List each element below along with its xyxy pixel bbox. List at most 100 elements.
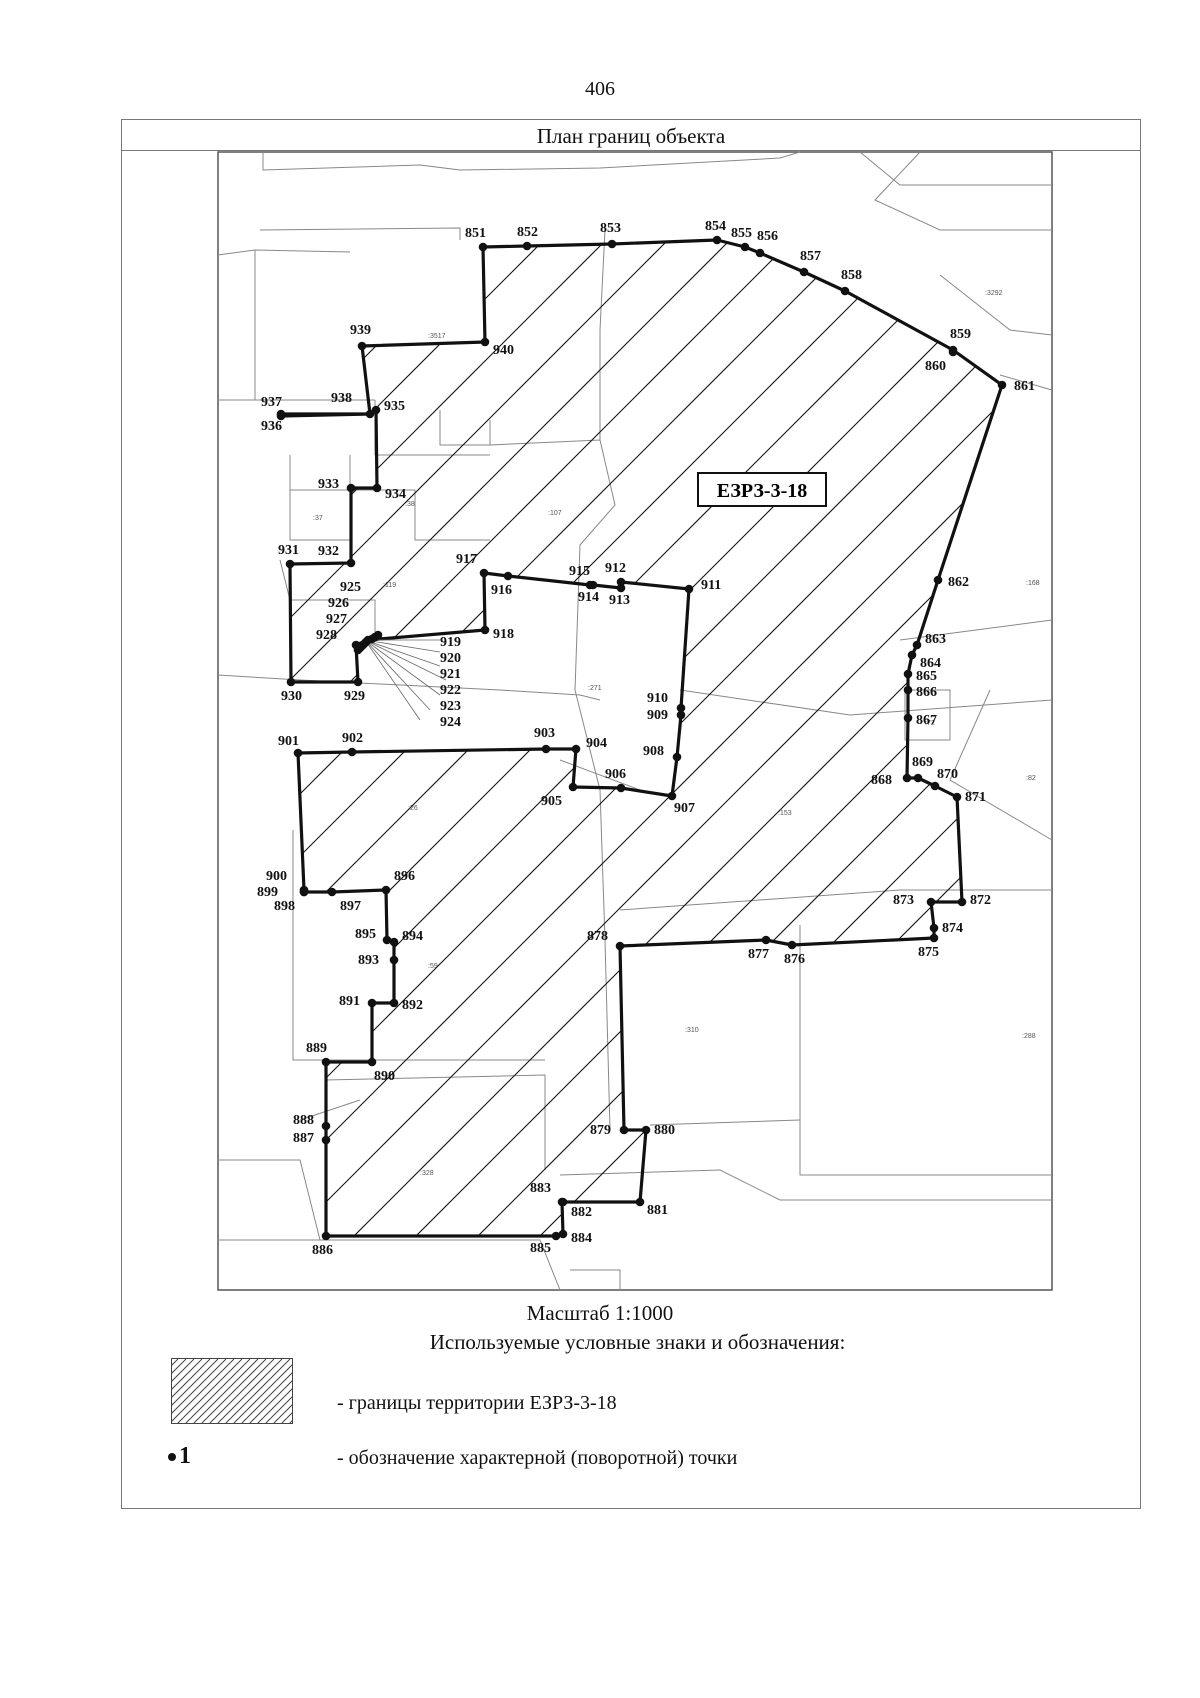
point-label: 863 [925, 632, 946, 647]
turning-point: 935 [371, 399, 405, 415]
point-label: 918 [493, 627, 514, 642]
point-label: 891 [339, 994, 360, 1009]
turning-point: 862 [933, 575, 969, 590]
turning-point: 867 [903, 713, 937, 728]
parcel-label: :37 [313, 515, 323, 522]
point-marker [616, 583, 626, 593]
point-marker [619, 1125, 629, 1135]
point-label: 901 [278, 734, 299, 749]
turning-point: 929 [344, 677, 365, 704]
point-label: 856 [757, 229, 778, 244]
point-label: 904 [586, 736, 607, 751]
point-label: 930 [281, 689, 302, 704]
point-label: 876 [784, 952, 805, 967]
parcel-label: :107 [548, 510, 562, 517]
point-marker [389, 998, 399, 1008]
point-marker [357, 341, 367, 351]
point-label: 851 [465, 226, 486, 241]
point-label: 892 [402, 998, 423, 1013]
turning-point: 854 [705, 219, 726, 245]
point-marker [321, 1135, 331, 1145]
point-marker [321, 1231, 331, 1241]
point-marker [346, 558, 356, 568]
turning-point: 911 [684, 578, 721, 594]
point-label: 894 [402, 929, 423, 944]
turning-point: 933 [318, 477, 356, 493]
turning-point: 915 [569, 564, 595, 590]
point-marker [952, 792, 962, 802]
point-marker [347, 747, 357, 757]
turning-point: 918 [480, 625, 514, 642]
point-label: 879 [590, 1123, 611, 1138]
point-label: 869 [912, 755, 933, 770]
point-label: 858 [841, 268, 862, 283]
point-marker [480, 337, 490, 347]
point-label: 933 [318, 477, 339, 492]
point-marker [479, 568, 489, 578]
turning-point: 937 [261, 395, 286, 419]
turning-point: 888 [293, 1113, 331, 1131]
point-label: 870 [937, 767, 958, 782]
parcel-label: :119 [383, 582, 396, 589]
turning-point: 934 [372, 483, 406, 502]
point-label: 920 [440, 651, 461, 666]
point-label: 935 [384, 399, 405, 414]
turning-point: 877 [748, 935, 771, 962]
point-marker [353, 677, 363, 687]
turning-point: 851 [465, 226, 488, 252]
parcel-label: :72 [925, 720, 935, 727]
point-marker [351, 640, 361, 650]
turning-point: 884 [558, 1229, 592, 1246]
parcel-label: :153 [778, 810, 792, 817]
point-label: 923 [440, 699, 461, 714]
map-area [217, 151, 1053, 1291]
page-number: 406 [585, 78, 615, 100]
point-marker [903, 669, 913, 679]
turning-point: 901 [278, 734, 303, 758]
zone-label: ЕЗРЗ-3-18 [717, 480, 807, 502]
turning-point: 852 [517, 225, 538, 251]
turning-point: 870 [930, 767, 958, 791]
point-marker [761, 935, 771, 945]
point-label: 908 [643, 744, 664, 759]
point-marker [676, 710, 686, 720]
parcel-label: :328 [420, 1170, 434, 1177]
point-marker [616, 783, 626, 793]
point-marker [957, 897, 967, 907]
point-marker [787, 940, 797, 950]
turning-point: 865 [903, 669, 937, 684]
point-marker [948, 347, 958, 357]
turning-point: 890 [367, 1057, 395, 1084]
point-marker [616, 577, 626, 587]
point-marker [912, 640, 922, 650]
turning-point: 883 [530, 1181, 567, 1207]
point-label: 868 [871, 773, 892, 788]
point-label: 929 [344, 689, 365, 704]
turning-point: 861 [997, 379, 1035, 394]
point-label: 940 [493, 343, 514, 358]
point-label: 859 [950, 327, 971, 342]
turning-point: 873 [893, 893, 936, 908]
point-marker [672, 752, 682, 762]
point-label: 907 [674, 801, 695, 816]
parcel-label: :288 [1022, 1033, 1036, 1040]
turning-point: 889 [306, 1041, 331, 1067]
turning-point: 916 [491, 571, 513, 598]
point-label: 875 [918, 945, 939, 960]
turning-point: 885 [530, 1231, 561, 1256]
point-marker [676, 703, 686, 713]
point-label: 926 [328, 596, 349, 611]
point-label: 927 [326, 612, 347, 627]
point-marker [641, 1125, 651, 1135]
legend-item-point-text: - обозначение характерной (поворотной) т… [337, 1447, 738, 1469]
zone-boundary [279, 238, 1004, 1238]
plan-title-bar: План границ объекта [121, 119, 1141, 151]
point-marker [907, 650, 917, 660]
parcel-label: :82 [1026, 775, 1036, 782]
point-label: 925 [340, 580, 361, 595]
point-label: 861 [1014, 379, 1035, 394]
turning-point: 938 [331, 391, 375, 419]
point-label: 939 [350, 323, 371, 338]
point-label: 919 [440, 635, 461, 650]
point-marker [933, 575, 943, 585]
